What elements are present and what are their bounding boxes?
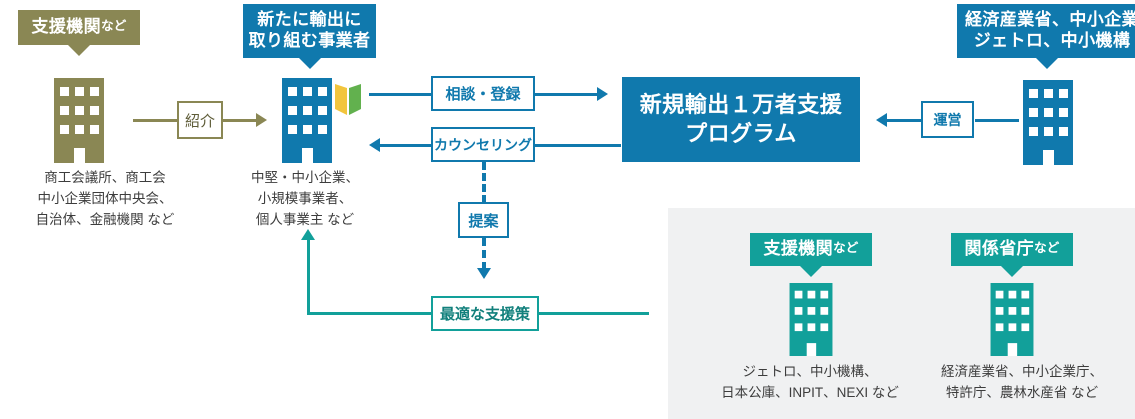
label-best-support-text: 最適な支援策 — [439, 306, 530, 323]
line-proposal-lower — [482, 238, 486, 270]
callout-tail — [298, 58, 321, 69]
caption-line: 経済産業省、中小企業庁、 — [941, 364, 1103, 379]
program-box: 新規輸出１万者支援 プログラム — [622, 77, 860, 162]
callout-tail — [1001, 266, 1023, 277]
callout-panel-ministries-main: 関係省庁 — [964, 238, 1035, 258]
callout-panel-ministries: 関係省庁など — [951, 233, 1073, 277]
label-operation-text: 運営 — [933, 111, 962, 128]
line-consult-right — [533, 93, 600, 96]
caption-support-org: 商工会議所、商工会 中小企業団体中央会、 自治体、金融機関 など — [0, 168, 210, 231]
label-consult-register: 相談・登録 — [431, 76, 535, 111]
callout-operator-line1: 経済産業省、中小企業 — [965, 9, 1135, 29]
callout-support-org: 支援機関など — [18, 10, 140, 56]
building-icon-operator — [1017, 80, 1079, 165]
line-counseling-left — [378, 144, 434, 147]
label-consult-register-text: 相談・登録 — [445, 86, 521, 103]
label-introduce: 紹介 — [177, 101, 223, 139]
callout-tail — [1036, 58, 1058, 69]
arrow-introduce — [256, 113, 267, 127]
building-icon-panel-support-org — [783, 283, 839, 356]
callout-support-org-suffix: など — [101, 19, 127, 34]
building-icon-panel-ministries — [984, 283, 1040, 356]
line-best-support-up — [307, 240, 310, 315]
program-title-line1: 新規輸出１万者支援 — [639, 91, 843, 117]
caption-line: 中堅・中小企業、 — [251, 170, 359, 185]
callout-tail — [68, 45, 90, 56]
arrow-proposal — [477, 268, 491, 279]
building-icon-new-exporter — [276, 78, 338, 163]
program-title-line2: プログラム — [685, 120, 797, 146]
caption-line: 商工会議所、商工会 — [44, 170, 166, 185]
caption-panel-support-org: ジェトロ、中小機構、 日本公庫、INPIT、NEXI など — [690, 362, 930, 404]
callout-panel-support-org: 支援機関など — [750, 233, 872, 277]
callout-new-exporter: 新たに輸出に 取り組む事業者 — [243, 4, 376, 69]
line-introduce-left — [133, 119, 179, 122]
callout-operator-line2: ジェトロ、中小機構 — [973, 30, 1131, 50]
label-counseling: カウンセリング — [431, 127, 535, 162]
arrow-counseling — [369, 138, 380, 152]
arrow-consult-register — [597, 87, 608, 101]
caption-line: 自治体、金融機関 など — [35, 211, 175, 227]
label-operation: 運営 — [921, 101, 974, 138]
callout-panel-support-org-main: 支援機関 — [763, 238, 834, 258]
caption-line: ジェトロ、中小機構、 — [742, 364, 878, 379]
arrow-operation — [876, 113, 887, 127]
caption-line: 小規模事業者、 — [257, 190, 353, 206]
callout-operator: 経済産業省、中小企業 ジェトロ、中小機構 — [957, 4, 1135, 69]
line-introduce-right — [221, 119, 259, 122]
label-proposal-text: 提案 — [468, 212, 499, 230]
arrow-best-support — [301, 229, 315, 240]
label-counseling-text: カウンセリング — [434, 136, 532, 153]
label-proposal: 提案 — [458, 202, 509, 238]
line-proposal-upper — [482, 162, 486, 203]
caption-line: 個人事業主 など — [255, 211, 355, 227]
callout-tail — [800, 266, 822, 277]
callout-new-exporter-line2: 取り組む事業者 — [248, 30, 371, 50]
caption-panel-ministries: 経済産業省、中小企業庁、 特許庁、農林水産省 など — [902, 362, 1135, 404]
callout-panel-support-org-suffix: など — [833, 241, 859, 256]
callout-support-org-main: 支援機関 — [31, 16, 102, 36]
line-operation-right — [975, 119, 1019, 122]
callout-panel-ministries-suffix: など — [1034, 241, 1060, 256]
line-operation-left — [887, 119, 923, 122]
open-book-icon — [335, 82, 361, 116]
line-consult-left — [369, 93, 433, 96]
line-best-support-right — [537, 312, 649, 315]
callout-new-exporter-line1: 新たに輸出に — [257, 9, 362, 29]
caption-line: 特許庁、農林水産省 など — [945, 384, 1099, 400]
line-counseling-right — [533, 144, 621, 147]
label-best-support: 最適な支援策 — [431, 296, 539, 331]
line-best-support-left — [307, 312, 433, 315]
caption-line: 日本公庫、INPIT、NEXI など — [721, 384, 899, 400]
caption-new-exporter: 中堅・中小企業、 小規模事業者、 個人事業主 など — [225, 168, 385, 231]
building-icon-support-org — [48, 78, 110, 163]
label-introduce-text: 紹介 — [184, 112, 215, 130]
caption-line: 中小企業団体中央会、 — [37, 190, 173, 206]
